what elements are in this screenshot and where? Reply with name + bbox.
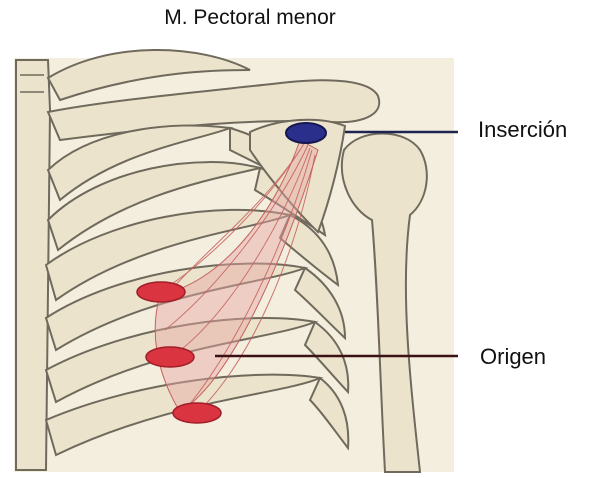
- origin-marker: [137, 282, 185, 302]
- insertion-marker: [286, 123, 326, 143]
- insertion-label: Inserción: [478, 117, 567, 143]
- origin-label: Origen: [480, 344, 546, 370]
- origin-marker: [173, 403, 221, 423]
- sternum: [16, 60, 50, 470]
- origin-marker: [146, 347, 194, 367]
